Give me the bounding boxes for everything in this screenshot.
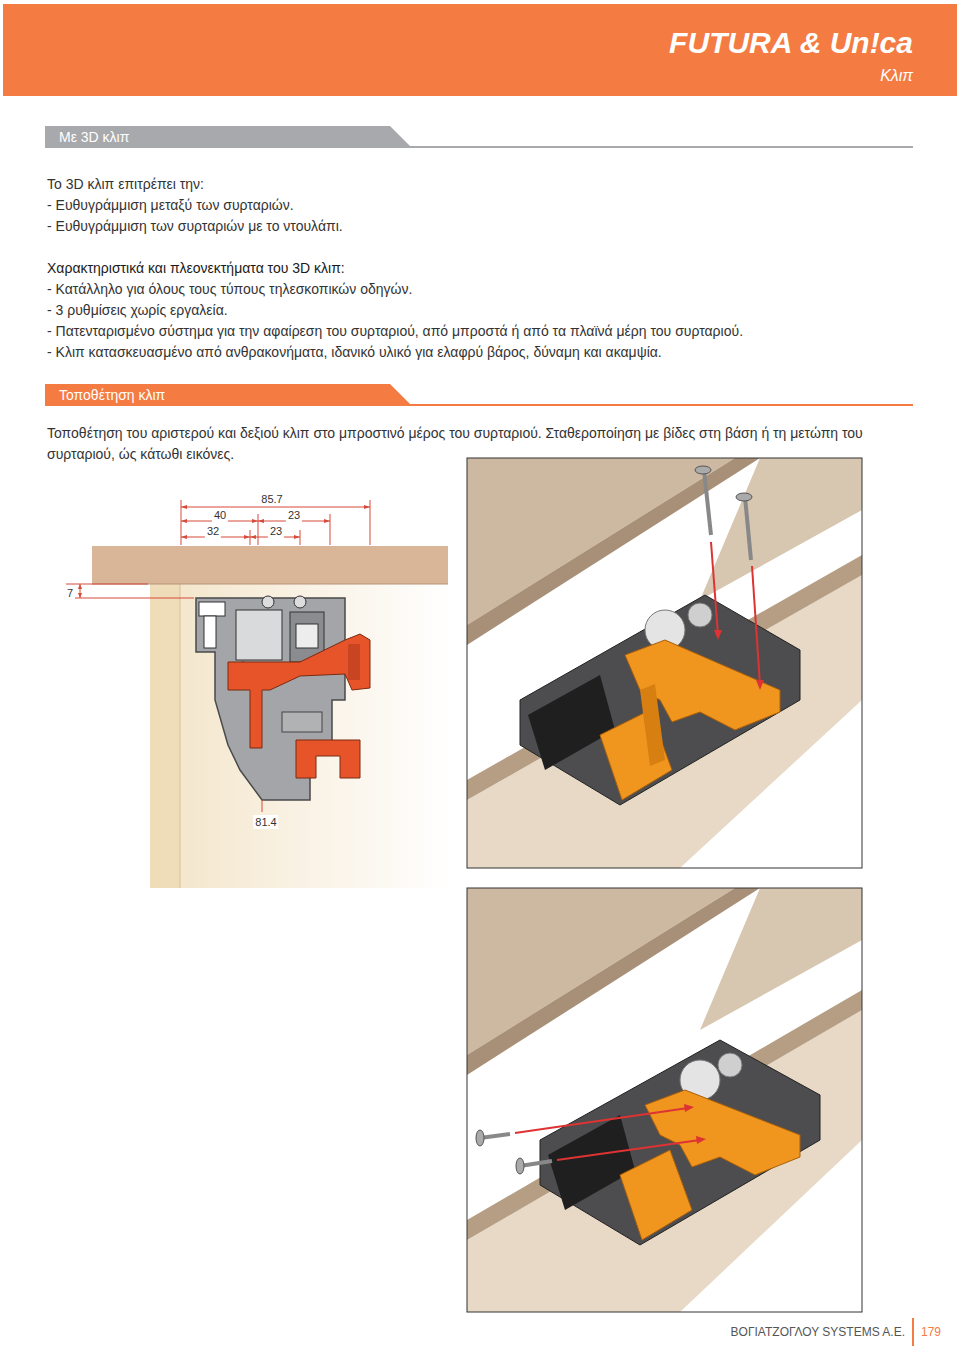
dimension-value: 23 — [268, 524, 284, 538]
brand-title: FUTURA & Un!ca — [669, 26, 913, 60]
dimension-value: 32 — [205, 524, 221, 538]
footer-rule — [912, 1318, 914, 1346]
section-heading: Με 3D κλιπ — [59, 126, 129, 148]
dimension-value: 23 — [286, 508, 302, 522]
bullet-text: - Πατενταρισμένο σύστημα για την αφαίρεσ… — [47, 321, 743, 342]
band-fill — [45, 384, 412, 406]
section-heading: Τοποθέτηση κλιπ — [59, 384, 165, 406]
bullet-text: - Ευθυγράμμιση μεταξύ των συρταριών. — [47, 195, 294, 216]
subheading-text: Χαρακτηριστικά και πλεονεκτήματα του 3D … — [47, 258, 345, 279]
mounting-view-top-screws — [467, 458, 862, 868]
body-text: Τοποθέτηση του αριστερού και δεξιού κλιπ… — [47, 423, 915, 465]
band-fill — [45, 126, 412, 148]
category-subtitle: Κλιπ — [880, 66, 913, 86]
section-band: Τοποθέτηση κλιπ — [45, 384, 412, 406]
header-band: FUTURA & Un!caΚλιπ — [3, 4, 957, 96]
footer-company: ΒΟΓΙΑΤΖΟΓΛΟΥ SYSTEMS A.E. — [731, 1325, 905, 1340]
clip-section-drawing — [66, 500, 450, 888]
bullet-text: - Κατάλληλο για όλους τους τύπους τηλεσκ… — [47, 279, 412, 300]
section-rule — [410, 146, 913, 148]
section-rule — [410, 404, 913, 406]
dimension-value: 85.7 — [259, 492, 284, 506]
bullet-text: - 3 ρυθμίσεις χωρίς εργαλεία. — [47, 300, 228, 321]
bullet-text: - Ευθυγράμμιση των συρταριών με το ντουλ… — [47, 216, 343, 237]
band-fill — [3, 4, 957, 96]
bullet-text: - Κλιπ κατασκευασμένο από ανθρακονήματα,… — [47, 342, 662, 363]
section-band: Με 3D κλιπ — [45, 126, 412, 148]
mounting-view-front-screws — [467, 888, 862, 1312]
dimension-value: 7 — [65, 586, 75, 600]
body-text: Το 3D κλιπ επιτρέπει την: — [47, 174, 204, 195]
dimension-value: 81.4 — [253, 815, 278, 829]
page-number: 179 — [921, 1325, 941, 1340]
dimension-value: 40 — [212, 508, 228, 522]
